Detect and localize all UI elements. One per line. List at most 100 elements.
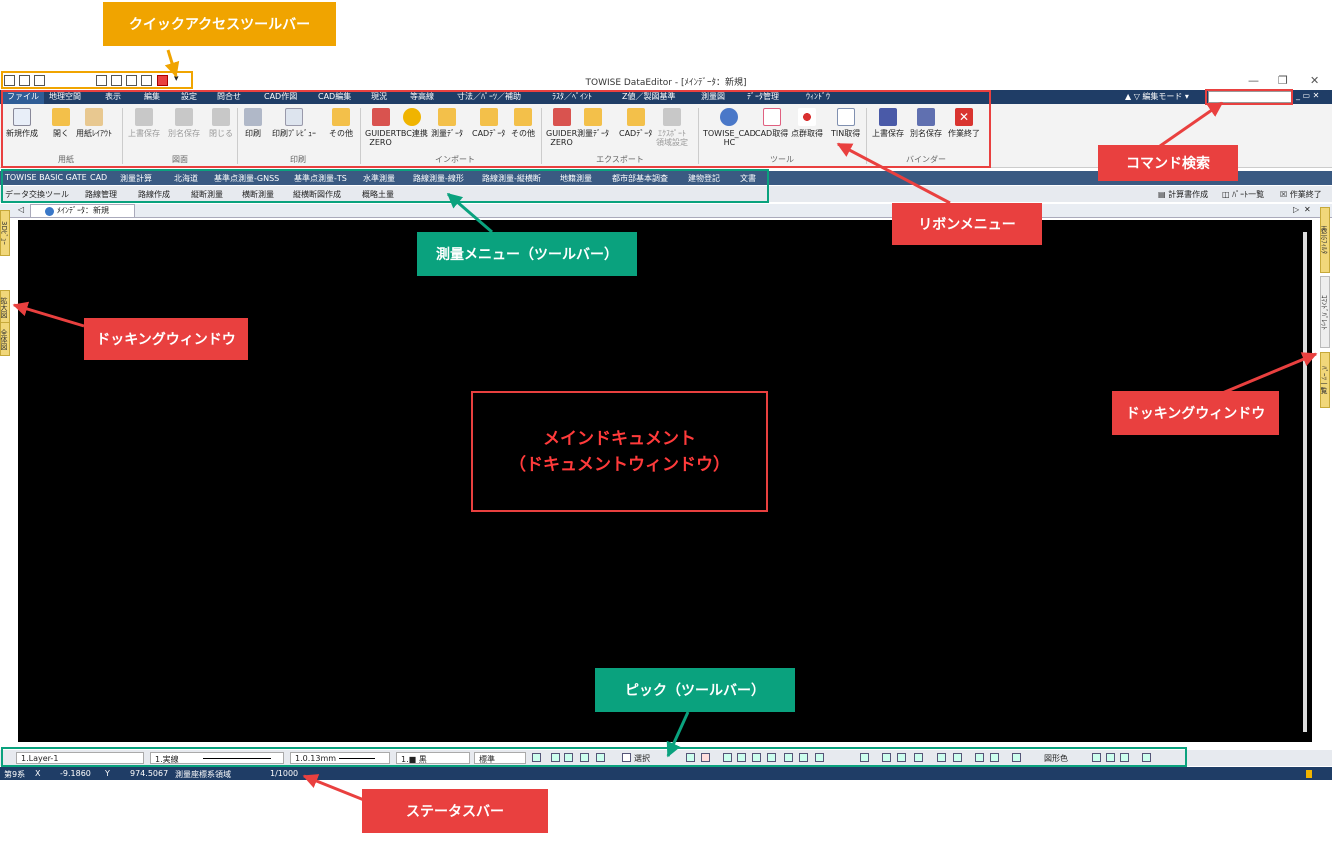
survey-cmd-route-management[interactable]: 路線管理 xyxy=(85,190,117,199)
snap-icon-1[interactable] xyxy=(723,753,732,762)
tab-cad-draw[interactable]: CAD作図 xyxy=(264,92,298,101)
survey-tab-cadastral[interactable]: 地籍測量 xyxy=(560,174,592,183)
ribbon-button-print-other[interactable]: その他 xyxy=(329,108,353,138)
survey-tab-urban[interactable]: 都市部基本調査 xyxy=(612,174,668,183)
edit-mode-dropdown[interactable]: ▲ ▽ 編集モード ▾ xyxy=(1125,92,1189,101)
vertical-scrollbar[interactable] xyxy=(1303,232,1307,732)
ribbon-button-open[interactable]: 開く xyxy=(52,108,70,138)
select-box-icon[interactable] xyxy=(622,753,631,762)
linewidth-select[interactable]: 1.0.13mm xyxy=(290,752,390,764)
survey-tab-cad[interactable]: CAD xyxy=(90,173,108,182)
calc-report-button[interactable]: ▤ 計算書作成 xyxy=(1158,190,1209,199)
tab-file[interactable]: ファイル xyxy=(2,90,44,104)
tab-window[interactable]: ｳｨﾝﾄﾞｳ xyxy=(806,92,830,101)
ribbon-button-close[interactable]: 閉じる xyxy=(209,108,233,138)
survey-tab-document[interactable]: 文書 xyxy=(740,174,756,183)
layer-select[interactable]: 1.Layer-1 xyxy=(16,752,144,764)
ribbon-button-new[interactable]: 新規作成 xyxy=(6,108,38,138)
tab-query[interactable]: 問合せ xyxy=(217,92,241,101)
magnifier-icon[interactable] xyxy=(897,753,906,762)
ribbon-button-print[interactable]: 印刷 xyxy=(244,108,262,138)
brush-icon[interactable] xyxy=(937,753,946,762)
tab-dimension[interactable]: 寸法／ﾊﾟｰﾂ／補助 xyxy=(457,92,521,101)
tab-edit[interactable]: 編集 xyxy=(144,92,160,101)
monitor-icon[interactable] xyxy=(34,75,45,86)
survey-tab-basic-gate[interactable]: TOWISE BASIC GATE xyxy=(5,173,87,182)
preview-icon[interactable] xyxy=(111,75,122,86)
property-icon[interactable] xyxy=(580,753,589,762)
style-select[interactable]: 標準 xyxy=(474,752,526,764)
tab-raster[interactable]: ﾗｽﾀ／ﾍﾟｲﾝﾄ xyxy=(552,92,592,101)
pencil-alt-icon[interactable] xyxy=(990,753,999,762)
zoom-icon[interactable] xyxy=(882,753,891,762)
tab-current[interactable]: 現況 xyxy=(371,92,387,101)
ribbon-button-export-area[interactable]: ｴｸｽﾎﾟｰﾄ 領域設定 xyxy=(656,108,688,147)
dock-command-palette[interactable]: ｺﾏﾝﾄﾞﾊﾟﾚｯﾄ xyxy=(1320,276,1330,348)
tab-data-management[interactable]: ﾃﾞｰﾀ管理 xyxy=(747,92,779,101)
checkbox-icon[interactable] xyxy=(596,753,605,762)
survey-cmd-longitudinal[interactable]: 縦断測量 xyxy=(191,190,223,199)
snap-icon-2[interactable] xyxy=(737,753,746,762)
print-icon[interactable] xyxy=(96,75,107,86)
saveas-icon[interactable] xyxy=(141,75,152,86)
dimension-icon[interactable] xyxy=(860,753,869,762)
tab-geospatial[interactable]: 地理空間 xyxy=(49,92,81,101)
tab-cad-edit[interactable]: CAD編集 xyxy=(318,92,352,101)
pencil-icon[interactable] xyxy=(975,753,984,762)
ribbon-button-overwrite-save[interactable]: 上書保存 xyxy=(128,108,160,138)
ribbon-button-pointcloud-get[interactable]: 点群取得 xyxy=(791,108,823,138)
new-icon[interactable] xyxy=(4,75,15,86)
snap-icon-7[interactable] xyxy=(815,753,824,762)
qat-dropdown-icon[interactable]: ▾ xyxy=(174,74,179,84)
survey-tab-ts[interactable]: 基準点測量-TS xyxy=(294,174,347,183)
ribbon-button-cad-get[interactable]: CAD取得 xyxy=(755,108,788,138)
layer-tool-icon[interactable] xyxy=(564,753,573,762)
work-end-button[interactable]: ☒ 作業終了 xyxy=(1280,190,1322,199)
pen-icon[interactable] xyxy=(532,753,541,762)
ribbon-button-import-cad[interactable]: CADﾃﾞｰﾀ xyxy=(472,108,505,138)
ribbon-button-export-guider[interactable]: GUIDER ZERO xyxy=(546,108,577,147)
survey-tab-hokkaido[interactable]: 北海道 xyxy=(174,174,198,183)
minimize-button[interactable]: — xyxy=(1248,74,1259,87)
line-draw-icon[interactable] xyxy=(1092,753,1101,762)
color-select[interactable]: 1.■ 黒 xyxy=(396,752,470,764)
target-icon[interactable] xyxy=(701,753,710,762)
dock-zoom-view[interactable]: 拡大図 xyxy=(0,290,10,324)
parts-list-button[interactable]: ◫ ﾊﾟｰﾄ一覧 xyxy=(1222,190,1265,199)
ribbon-button-binder-save[interactable]: 上書保存 xyxy=(872,108,904,138)
ribbon-button-tbc[interactable]: TBC連携 xyxy=(396,108,428,138)
survey-cmd-route-create[interactable]: 路線作成 xyxy=(138,190,170,199)
dock-parts-list[interactable]: ﾊﾟｰﾂ一覧 xyxy=(1320,352,1330,408)
tab-contour[interactable]: 等高線 xyxy=(410,92,434,101)
dock-display-filter[interactable]: 表示ﾌｨﾙﾀ xyxy=(1320,207,1330,273)
tab-view[interactable]: 表示 xyxy=(105,92,121,101)
survey-cmd-data-exchange[interactable]: データ交換ツール xyxy=(5,190,69,199)
survey-cmd-profile-drawing[interactable]: 縦横断図作成 xyxy=(293,190,341,199)
select-mode-label[interactable]: 選択 xyxy=(634,754,650,763)
layers-icon[interactable] xyxy=(1120,753,1129,762)
survey-cmd-earthwork[interactable]: 概略土量 xyxy=(362,190,394,199)
tab-settings[interactable]: 設定 xyxy=(181,92,197,101)
ribbon-button-export-cad[interactable]: CADﾃﾞｰﾀ xyxy=(619,108,652,138)
dock-3d-view[interactable]: 3Dﾋﾞｭｰ xyxy=(0,210,10,256)
measure-icon[interactable] xyxy=(953,753,962,762)
survey-tab-route-alignment[interactable]: 路線測量-線形 xyxy=(413,174,464,183)
restore-button[interactable]: ❐ xyxy=(1278,74,1288,87)
tab-scroll-right-icon[interactable]: ▷ xyxy=(1293,205,1300,214)
tab-survey-drawing[interactable]: 測量図 xyxy=(701,92,725,101)
cursor-icon[interactable] xyxy=(686,753,695,762)
save-icon[interactable] xyxy=(126,75,137,86)
open-icon[interactable] xyxy=(19,75,30,86)
text-icon[interactable] xyxy=(1142,753,1151,762)
survey-tab-building[interactable]: 建物登記 xyxy=(688,174,720,183)
drawing-canvas[interactable] xyxy=(18,220,1312,742)
tab-scroll-left-icon[interactable]: ◁ xyxy=(18,205,25,214)
snap-icon-4[interactable] xyxy=(767,753,776,762)
survey-tab-calc[interactable]: 測量計算 xyxy=(120,174,152,183)
snap-icon-6[interactable] xyxy=(799,753,808,762)
survey-tab-leveling[interactable]: 水準測量 xyxy=(363,174,395,183)
close-doc-icon[interactable] xyxy=(157,75,168,86)
ribbon-button-export-survey[interactable]: 測量ﾃﾞｰﾀ xyxy=(577,108,609,138)
shape-color-dropdown[interactable]: 図形色 xyxy=(1044,754,1068,763)
snap-icon-5[interactable] xyxy=(784,753,793,762)
